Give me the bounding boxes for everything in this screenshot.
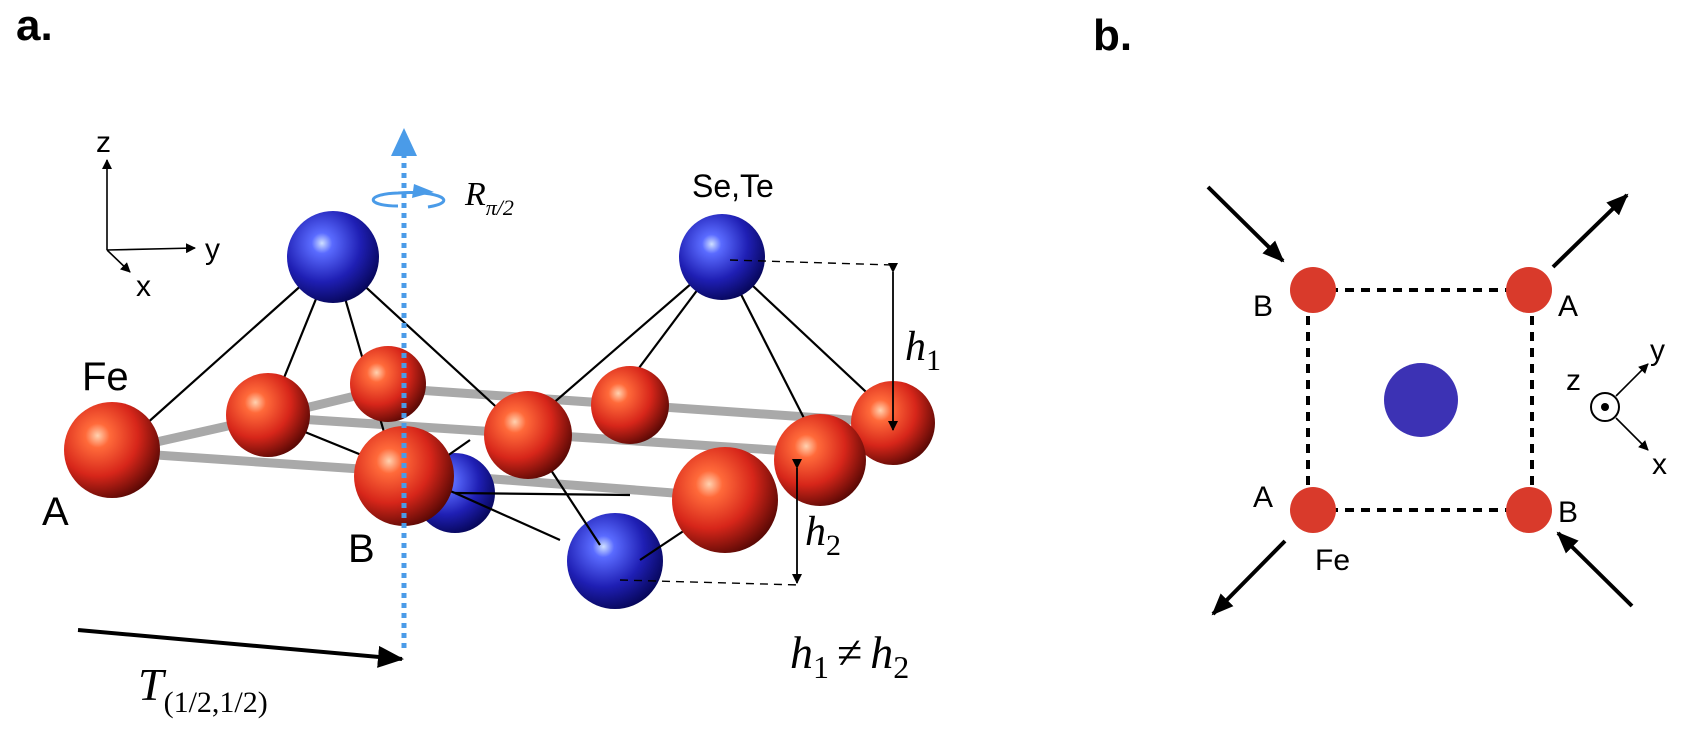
translation-arrow bbox=[77, 628, 404, 668]
fe-atom-mid-1 bbox=[226, 373, 310, 457]
fe-site-bottom-right bbox=[1506, 487, 1552, 533]
fe-atom-a bbox=[64, 402, 160, 498]
fe-atom-back-1 bbox=[350, 346, 426, 422]
y-axis-label-b: y bbox=[1650, 334, 1665, 367]
h2-reference-line bbox=[619, 579, 801, 586]
chalcogen-upper bbox=[287, 211, 765, 303]
fe-atom-mid-2 bbox=[484, 391, 572, 479]
chalcogen-atom-lower-right bbox=[567, 513, 663, 609]
fe-square bbox=[1290, 267, 1552, 533]
site-top-right-label: A bbox=[1558, 290, 1578, 323]
fe-site-top-left bbox=[1290, 267, 1336, 313]
arrow-top-right bbox=[1551, 193, 1629, 269]
rotation-arc-arrowhead bbox=[412, 184, 434, 198]
fe-atom-back-2 bbox=[591, 366, 669, 444]
z-dot bbox=[1601, 403, 1609, 411]
axes-triad-b: z y x bbox=[1566, 334, 1667, 481]
site-bottom-right-label: B bbox=[1558, 496, 1578, 529]
chalcogen-label: Se,Te bbox=[692, 168, 774, 204]
fe-site-bottom-left bbox=[1290, 487, 1336, 533]
x-axis-label-b: x bbox=[1652, 448, 1667, 481]
h1-label: h1 bbox=[905, 324, 941, 377]
site-a-label: A bbox=[42, 490, 69, 534]
rotation-arc bbox=[372, 191, 446, 209]
site-top-left-label: B bbox=[1253, 290, 1273, 323]
fe-label-a: Fe bbox=[82, 355, 129, 399]
fe-atom-mid-3 bbox=[774, 414, 866, 506]
x-axis-label: x bbox=[136, 270, 151, 303]
axes-triad-a: z y x bbox=[96, 126, 220, 303]
fe-atom-front bbox=[672, 447, 778, 553]
arrow-bottom-left bbox=[1211, 539, 1287, 616]
rotation-axis-arrowhead bbox=[391, 128, 417, 156]
height-inequality: h1≠h2 bbox=[790, 627, 909, 685]
arrow-top-left bbox=[1206, 185, 1285, 263]
y-axis-label: y bbox=[205, 233, 220, 266]
x-axis-arrow bbox=[106, 249, 131, 273]
chalcogen-atom-top-right bbox=[679, 214, 765, 300]
site-b-label: B bbox=[348, 527, 375, 571]
z-out-of-plane-icon bbox=[1590, 392, 1620, 422]
x-axis-arrow-b bbox=[1615, 417, 1649, 451]
panel-b-label: b. bbox=[1093, 11, 1132, 60]
displacement-arrows bbox=[1206, 185, 1634, 616]
y-axis-arrow-b bbox=[1615, 363, 1649, 397]
height-annotations bbox=[619, 259, 898, 586]
z-axis-label: z bbox=[96, 126, 111, 159]
fe-atoms bbox=[64, 346, 935, 553]
y-axis-arrow bbox=[106, 243, 196, 254]
panel-a-label: a. bbox=[16, 1, 53, 50]
chalcogen-atom-top-left bbox=[287, 211, 379, 303]
site-bottom-left-label: A bbox=[1253, 481, 1273, 514]
fe-label-b: Fe bbox=[1315, 544, 1350, 577]
h2-label: h2 bbox=[805, 509, 841, 562]
fe-site-top-right bbox=[1506, 267, 1552, 313]
center-atom bbox=[1384, 363, 1458, 437]
translation-symbol: T(1/2,1/2) bbox=[138, 659, 268, 719]
arrow-bottom-right bbox=[1556, 531, 1634, 608]
rotation-axis bbox=[372, 128, 446, 648]
z-axis-label-b: z bbox=[1566, 364, 1581, 397]
rotation-symbol: Rπ/2 bbox=[464, 176, 514, 220]
